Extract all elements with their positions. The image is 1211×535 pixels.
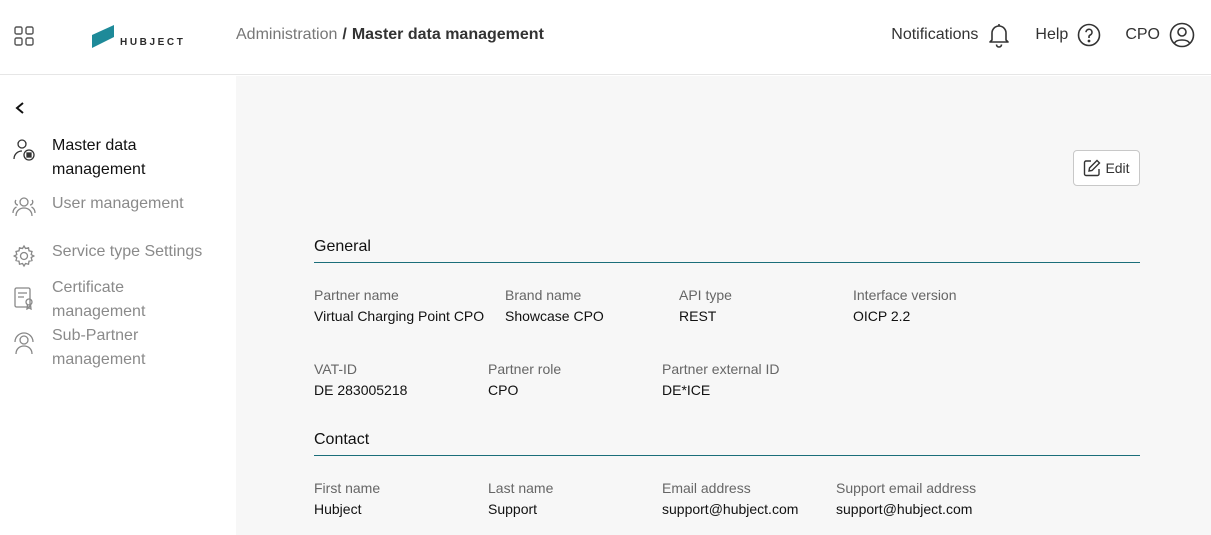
field-partner-name: Partner name Virtual Charging Point CPO [314,287,484,324]
field-api-type: API type REST [679,287,732,324]
field-label: Interface version [853,287,957,303]
notifications-button[interactable]: Notifications [891,22,1011,48]
field-first-name: First name Hubject [314,480,380,517]
hubject-logo[interactable]: HUBJECT [90,22,185,50]
certificate-icon [14,287,33,310]
notifications-label: Notifications [891,26,979,43]
field-partner-role: Partner role CPO [488,361,561,398]
field-interface-version: Interface version OICP 2.2 [853,287,957,324]
help-label: Help [1035,26,1069,43]
field-value: support@hubject.com [836,501,973,517]
field-value: REST [679,308,717,324]
breadcrumb-separator: / [342,26,347,43]
field-value: DE 283005218 [314,382,408,398]
field-label: VAT-ID [314,361,358,377]
field-value: DE*ICE [662,382,711,398]
field-label: Partner external ID [662,361,780,377]
apps-grid-icon[interactable] [14,26,34,46]
field-label: Brand name [505,287,582,303]
top-bar: HUBJECT Administration / Master data man… [0,0,1211,75]
field-value: CPO [488,382,519,398]
field-value: Support [488,501,538,517]
main-content: Edit General Partner name Virtual Chargi… [236,76,1211,535]
sidebar-item-label: Service type Settings [52,243,203,260]
field-label: API type [679,287,732,303]
logo-mark-icon [92,25,114,48]
sub-partner-icon [14,332,34,355]
breadcrumb: Administration / Master data management [236,26,544,44]
field-value: Showcase CPO [505,308,604,324]
sidebar-item-label: Master data management [52,137,146,178]
field-label: Support email address [836,480,977,496]
help-circle-icon [1078,23,1101,47]
collapse-sidebar-chevron-icon[interactable] [12,100,28,116]
section-title-general: General [314,238,1140,263]
field-support-email: Support email address support@hubject.co… [836,480,976,517]
sidebar-item-user-management[interactable]: User management [12,192,217,220]
field-value: Virtual Charging Point CPO [314,308,485,324]
gear-icon [12,244,36,268]
field-last-name: Last name Support [488,480,553,517]
field-value: OICP 2.2 [853,308,911,324]
sidebar-item-master-data[interactable]: Master data management [12,134,217,182]
breadcrumb-current: Master data management [351,26,544,43]
field-value: Hubject [314,501,362,517]
field-email-address: Email address support@hubject.com [662,480,798,517]
edit-pencil-icon [1084,159,1101,177]
field-label: Last name [488,480,554,496]
section-title-contact: Contact [314,431,1140,456]
header-actions: Notifications Help CPO [867,22,1195,48]
sidebar-item-label: User management [52,195,184,212]
sidebar-item-certificate[interactable]: Certificate management [12,276,217,324]
field-value: support@hubject.com [662,501,799,517]
person-badge-icon [13,139,35,161]
breadcrumb-administration[interactable]: Administration [236,26,338,43]
field-label: Email address [662,480,751,496]
user-menu-button[interactable]: CPO [1125,22,1195,48]
field-brand-name: Brand name Showcase CPO [505,287,604,324]
field-label: First name [314,480,381,496]
edit-button[interactable]: Edit [1073,150,1140,186]
field-label: Partner role [488,361,562,377]
field-partner-external-id: Partner external ID DE*ICE [662,361,780,398]
edit-label: Edit [1105,160,1130,176]
sidebar: Master data management User management S… [0,76,236,535]
field-vat-id: VAT-ID DE 283005218 [314,361,407,398]
sidebar-item-sub-partner[interactable]: Sub-Partner management [12,324,217,372]
user-avatar-icon [1169,22,1195,48]
help-button[interactable]: Help [1035,23,1101,47]
sidebar-item-label: Certificate management [52,279,146,320]
field-label: Partner name [314,287,399,303]
logo-text: HUBJECT [120,36,186,48]
sidebar-item-label: Sub-Partner management [52,327,146,368]
sidebar-item-service-type[interactable]: Service type Settings [12,240,217,268]
users-icon [12,197,36,217]
bell-icon [989,24,1010,48]
user-label: CPO [1125,26,1160,43]
